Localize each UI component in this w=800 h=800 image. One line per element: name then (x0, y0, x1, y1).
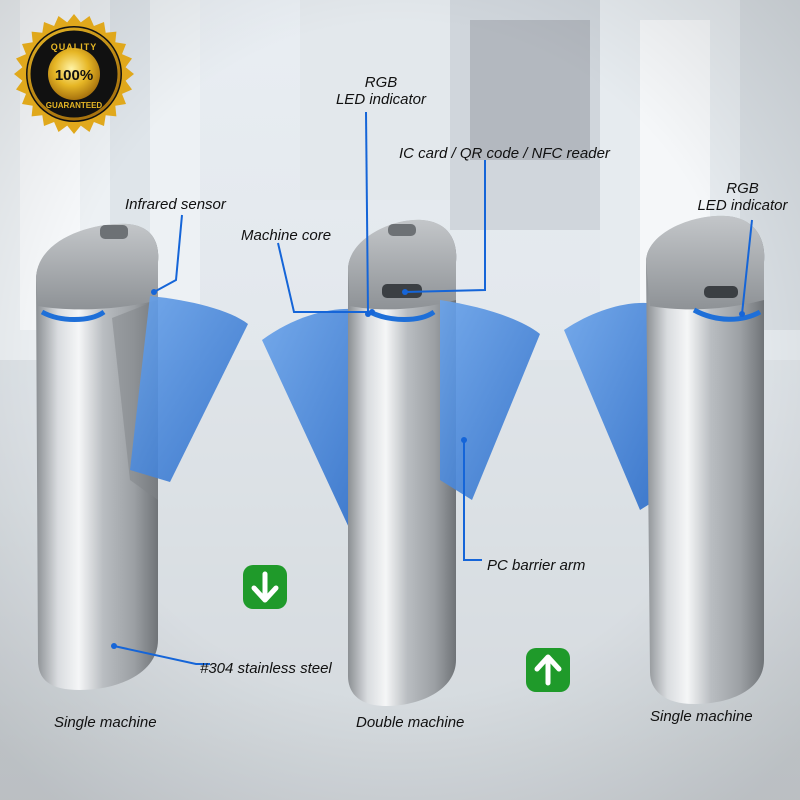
barrier-wing-right (564, 302, 656, 510)
label-double-machine: Double machine (356, 714, 465, 731)
barrier-wing-left (130, 296, 248, 482)
barrier-wing-center-left (262, 308, 362, 530)
label-rgb-led-right: RGB LED indicator (685, 180, 800, 214)
label-pc-barrier-arm: PC barrier arm (487, 557, 586, 574)
badge-bottom-text: GUARANTEED (46, 101, 103, 110)
single-machine-right (564, 215, 765, 704)
down-arrow-icon (243, 565, 287, 609)
label-ic-card-reader: IC card / QR code / NFC reader (399, 145, 610, 162)
single-machine-left (36, 223, 248, 690)
label-rgb-led-right-text: RGB LED indicator (697, 180, 788, 214)
up-arrow-icon (526, 648, 570, 692)
label-rgb-led-center: RGB LED indicator (318, 74, 444, 108)
label-single-machine-left: Single machine (54, 714, 157, 731)
label-rgb-led-center-text: RGB LED indicator (335, 74, 427, 108)
label-single-machine-right: Single machine (650, 708, 753, 725)
badge-center-text: 100% (55, 67, 93, 84)
callout-lines (113, 111, 753, 665)
label-infrared-sensor: Infrared sensor (125, 196, 226, 213)
badge-top-text: QUALITY (51, 42, 98, 52)
quality-badge: QUALITY 100% GUARANTEED (14, 14, 134, 134)
label-machine-core: Machine core (241, 227, 332, 244)
label-stainless-steel: #304 stainless steel (200, 660, 332, 677)
callout-dots (111, 289, 745, 649)
